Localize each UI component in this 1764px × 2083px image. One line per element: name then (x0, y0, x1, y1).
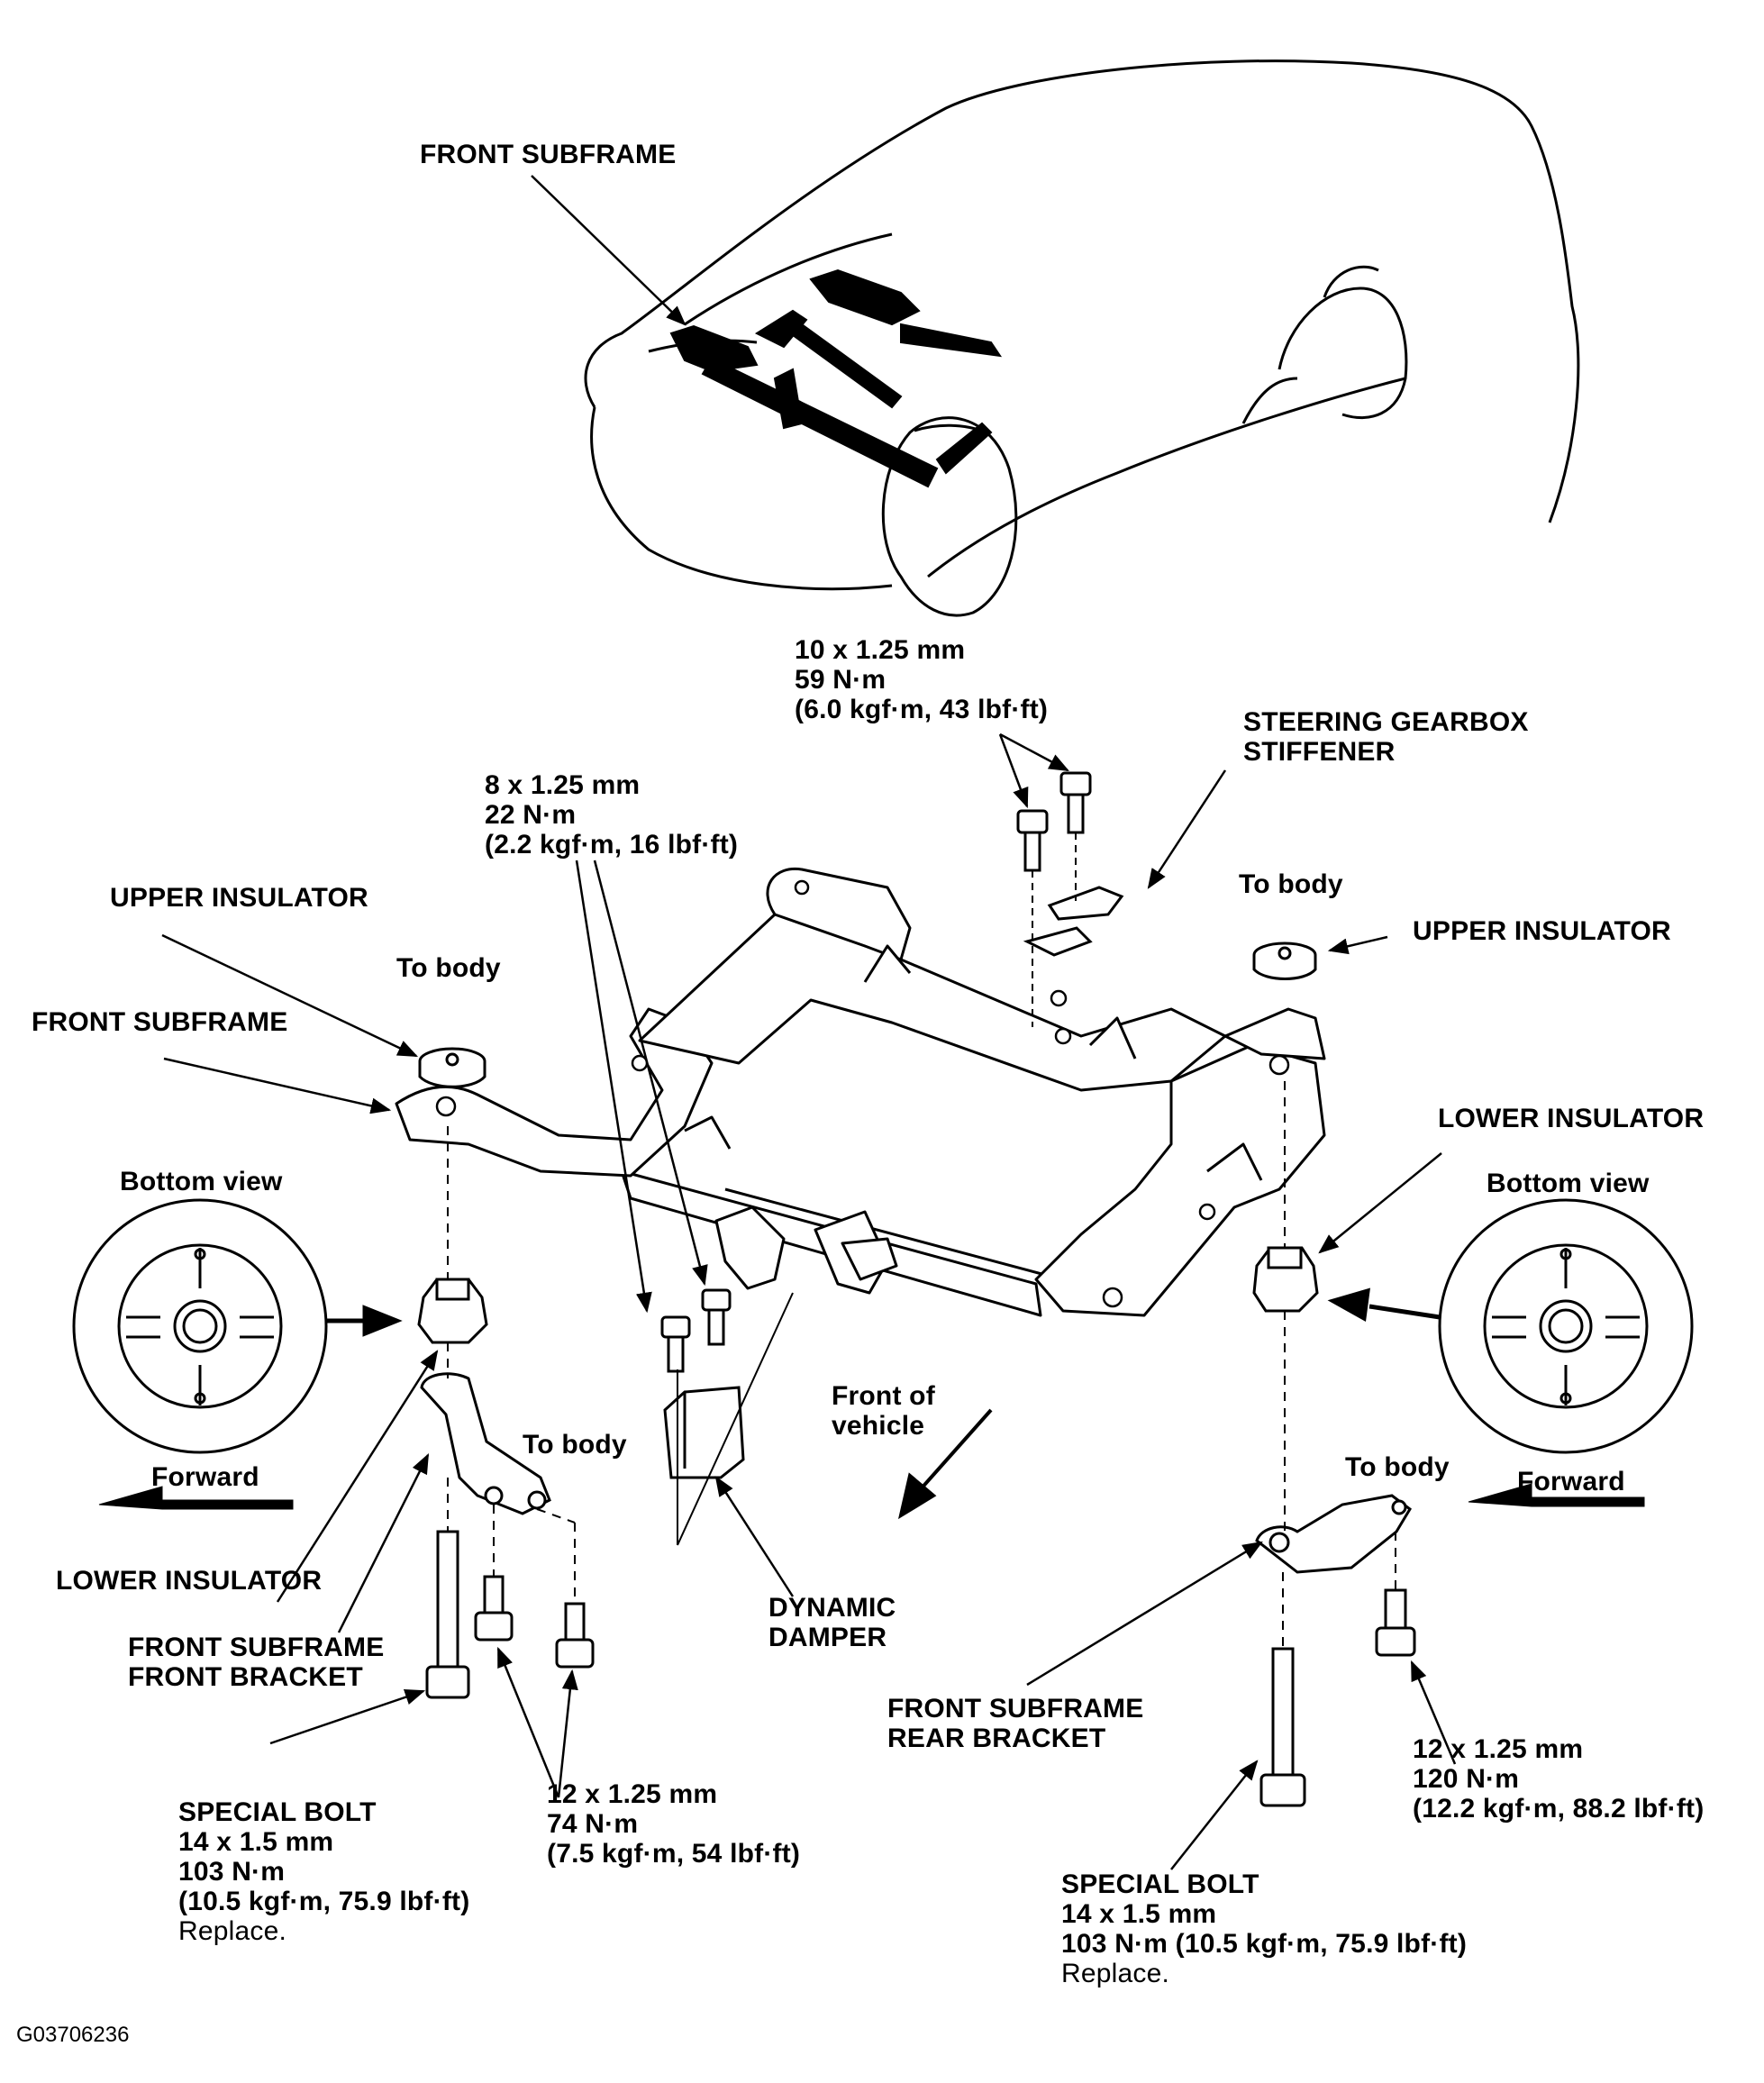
label-lower-insulator-right: LOWER INSULATOR (1438, 1104, 1705, 1133)
label-to-body-rear-bracket: To body (1345, 1452, 1450, 1482)
stiffener-bolts (1016, 771, 1092, 872)
bottom-view-left (72, 1198, 328, 1454)
label-to-body-front-bracket: To body (523, 1430, 627, 1460)
right-small-bolt (1375, 1588, 1416, 1657)
spec-line: (10.5 kgf·m, 75.9 lbf·ft) (178, 1887, 470, 1916)
spec-line: SPECIAL BOLT (1061, 1869, 1259, 1899)
spec-line: (2.2 kgf·m, 16 lbf·ft) (485, 830, 739, 860)
left-small-bolts (474, 1575, 595, 1669)
label-steering-stiffener: STEERING GEARBOX STIFFENER (1243, 707, 1529, 767)
damper-leader-lines (677, 1292, 794, 1546)
right-rear-bracket (1255, 1494, 1412, 1574)
label-bottom-view-right: Bottom view (1487, 1169, 1650, 1198)
label-front-subframe-top: FRONT SUBFRAME (420, 140, 677, 169)
bottom-view-right (1438, 1198, 1694, 1454)
label-line: FRONT SUBFRAME (128, 1633, 385, 1662)
right-lower-insulator (1252, 1246, 1319, 1313)
right-upper-insulator (1252, 941, 1317, 980)
label-line: Front of (832, 1381, 935, 1411)
spec-line: 103 N·m (178, 1857, 286, 1887)
subframe-holes (435, 879, 1290, 1308)
label-forward-left: Forward (151, 1462, 259, 1492)
front-subframe-main (395, 867, 1326, 1317)
spec-line: (6.0 kgf·m, 43 lbf·ft) (795, 695, 1049, 724)
spec-special-bolt-right: SPECIAL BOLT 14 x 1.5 mm 103 N·m (10.5 k… (1061, 1869, 1467, 1988)
spec-line: 12 x 1.25 mm (1413, 1734, 1584, 1764)
stiffener-bolt-lines (1032, 832, 1077, 1027)
spec-line: (7.5 kgf·m, 54 lbf·ft) (547, 1839, 801, 1869)
spec-front-bracket-bolt: 12 x 1.25 mm 74 N·m (7.5 kgf·m, 54 lbf·f… (547, 1779, 800, 1869)
label-dynamic-damper: DYNAMIC DAMPER (768, 1593, 896, 1652)
left-special-bolt (425, 1530, 470, 1699)
bottom-view-arrows (326, 1287, 1441, 1337)
label-line: FRONT BRACKET (128, 1662, 363, 1692)
label-front-subframe-left: FRONT SUBFRAME (32, 1007, 288, 1037)
stiffener-parts (1023, 886, 1124, 957)
label-to-body-left: To body (396, 953, 501, 983)
spec-special-bolt-left: SPECIAL BOLT 14 x 1.5 mm 103 N·m (10.5 k… (178, 1797, 469, 1946)
label-front-of-vehicle: Front of vehicle (832, 1381, 935, 1441)
spec-stiffener-bolt: 10 x 1.25 mm 59 N·m (6.0 kgf·m, 43 lbf·f… (795, 635, 1048, 724)
spec-line: 14 x 1.5 mm (178, 1827, 334, 1857)
spec-line: 22 N·m (485, 800, 577, 830)
label-front-bracket: FRONT SUBFRAME FRONT BRACKET (128, 1633, 384, 1692)
label-upper-insulator-left: UPPER INSULATOR (110, 883, 368, 913)
label-line: STIFFENER (1243, 737, 1396, 767)
spec-line: 10 x 1.25 mm (795, 635, 966, 665)
front-of-vehicle-arrow (897, 1408, 993, 1520)
spec-note: Replace. (1061, 1959, 1170, 1988)
figure-code: G03706236 (16, 2023, 130, 2047)
forward-arrows (98, 1483, 1645, 1510)
spec-note: Replace. (178, 1916, 287, 1946)
dynamic-damper (663, 1386, 745, 1479)
left-upper-insulator (418, 1047, 486, 1088)
spec-line: 120 N·m (1413, 1764, 1520, 1794)
spec-line: 59 N·m (795, 665, 887, 695)
damper-bolts (660, 1288, 732, 1373)
left-axis-lines (447, 1126, 576, 1604)
spec-line: 14 x 1.5 mm (1061, 1899, 1217, 1929)
spec-line: 8 x 1.25 mm (485, 770, 641, 800)
spec-rear-bracket-bolt: 12 x 1.25 mm 120 N·m (12.2 kgf·m, 88.2 l… (1413, 1734, 1704, 1824)
left-front-bracket (420, 1372, 551, 1515)
spec-line: (12.2 kgf·m, 88.2 lbf·ft) (1413, 1794, 1705, 1824)
left-lower-insulator (417, 1278, 488, 1344)
leader-lines (161, 175, 1457, 1870)
label-line: FRONT SUBFRAME (887, 1694, 1144, 1724)
label-line: vehicle (832, 1411, 925, 1441)
label-forward-right: Forward (1517, 1467, 1625, 1496)
label-line: STEERING GEARBOX (1243, 707, 1529, 737)
label-upper-insulator-right: UPPER INSULATOR (1413, 916, 1671, 946)
label-to-body-right: To body (1239, 869, 1343, 899)
label-line: DYNAMIC (768, 1593, 896, 1623)
label-line: REAR BRACKET (887, 1724, 1106, 1753)
spec-damper-bolt: 8 x 1.25 mm 22 N·m (2.2 kgf·m, 16 lbf·ft… (485, 770, 738, 860)
label-line: DAMPER (768, 1623, 887, 1652)
spec-line: 74 N·m (547, 1809, 639, 1839)
car-subframe-silhouette (669, 268, 1003, 488)
vehicle-outline (584, 59, 1580, 617)
spec-line: SPECIAL BOLT (178, 1797, 377, 1827)
right-special-bolt (1259, 1647, 1306, 1807)
label-rear-bracket: FRONT SUBFRAME REAR BRACKET (887, 1694, 1143, 1753)
spec-line: 103 N·m (10.5 kgf·m, 75.9 lbf·ft) (1061, 1929, 1468, 1959)
right-axis-lines (1282, 1081, 1396, 1649)
label-bottom-view-left: Bottom view (120, 1167, 283, 1196)
spec-line: 12 x 1.25 mm (547, 1779, 718, 1809)
label-lower-insulator-left: LOWER INSULATOR (56, 1566, 323, 1596)
